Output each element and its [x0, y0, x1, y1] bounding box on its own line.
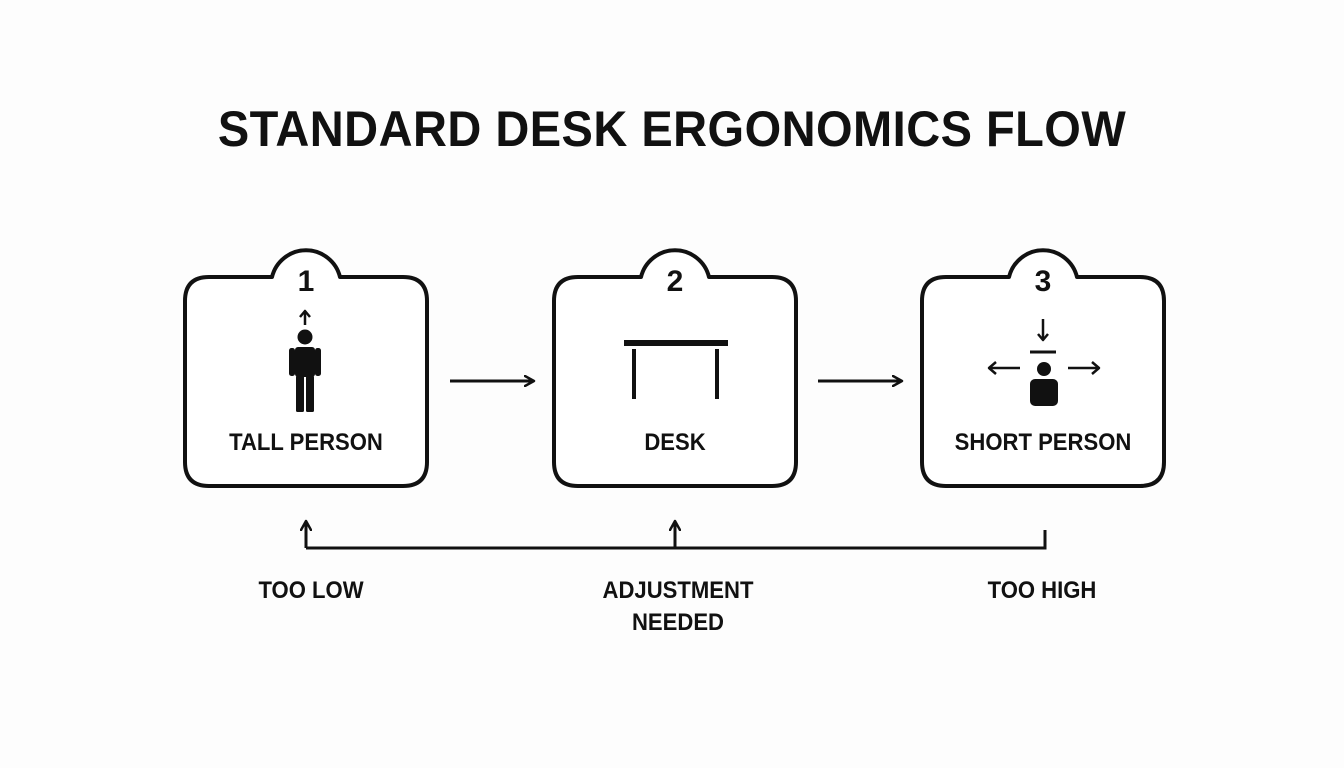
step-label-2: DESK — [644, 429, 706, 456]
desk-icon — [624, 340, 728, 399]
step-box-2 — [552, 248, 798, 488]
step-label-3: SHORT PERSON — [954, 429, 1132, 456]
tall-person-icon — [289, 309, 321, 412]
step-label-1: TALL PERSON — [229, 429, 383, 456]
step-number-1: 1 — [297, 265, 315, 298]
feedback-label-adjustment-line1: ADJUSTMENT — [602, 577, 754, 604]
diagram-title: STANDARD DESK ERGONOMICS FLOW — [217, 101, 1127, 157]
feedback-label-adjustment-line2: NEEDED — [631, 609, 725, 636]
step-number-3: 3 — [1034, 265, 1052, 298]
feedback-loop — [306, 521, 1047, 550]
short-person-icon — [987, 319, 1101, 406]
step-number-2: 2 — [666, 265, 684, 298]
feedback-label-too-low: TOO LOW — [258, 577, 364, 604]
feedback-label-too-high: TOO HIGH — [987, 577, 1097, 604]
